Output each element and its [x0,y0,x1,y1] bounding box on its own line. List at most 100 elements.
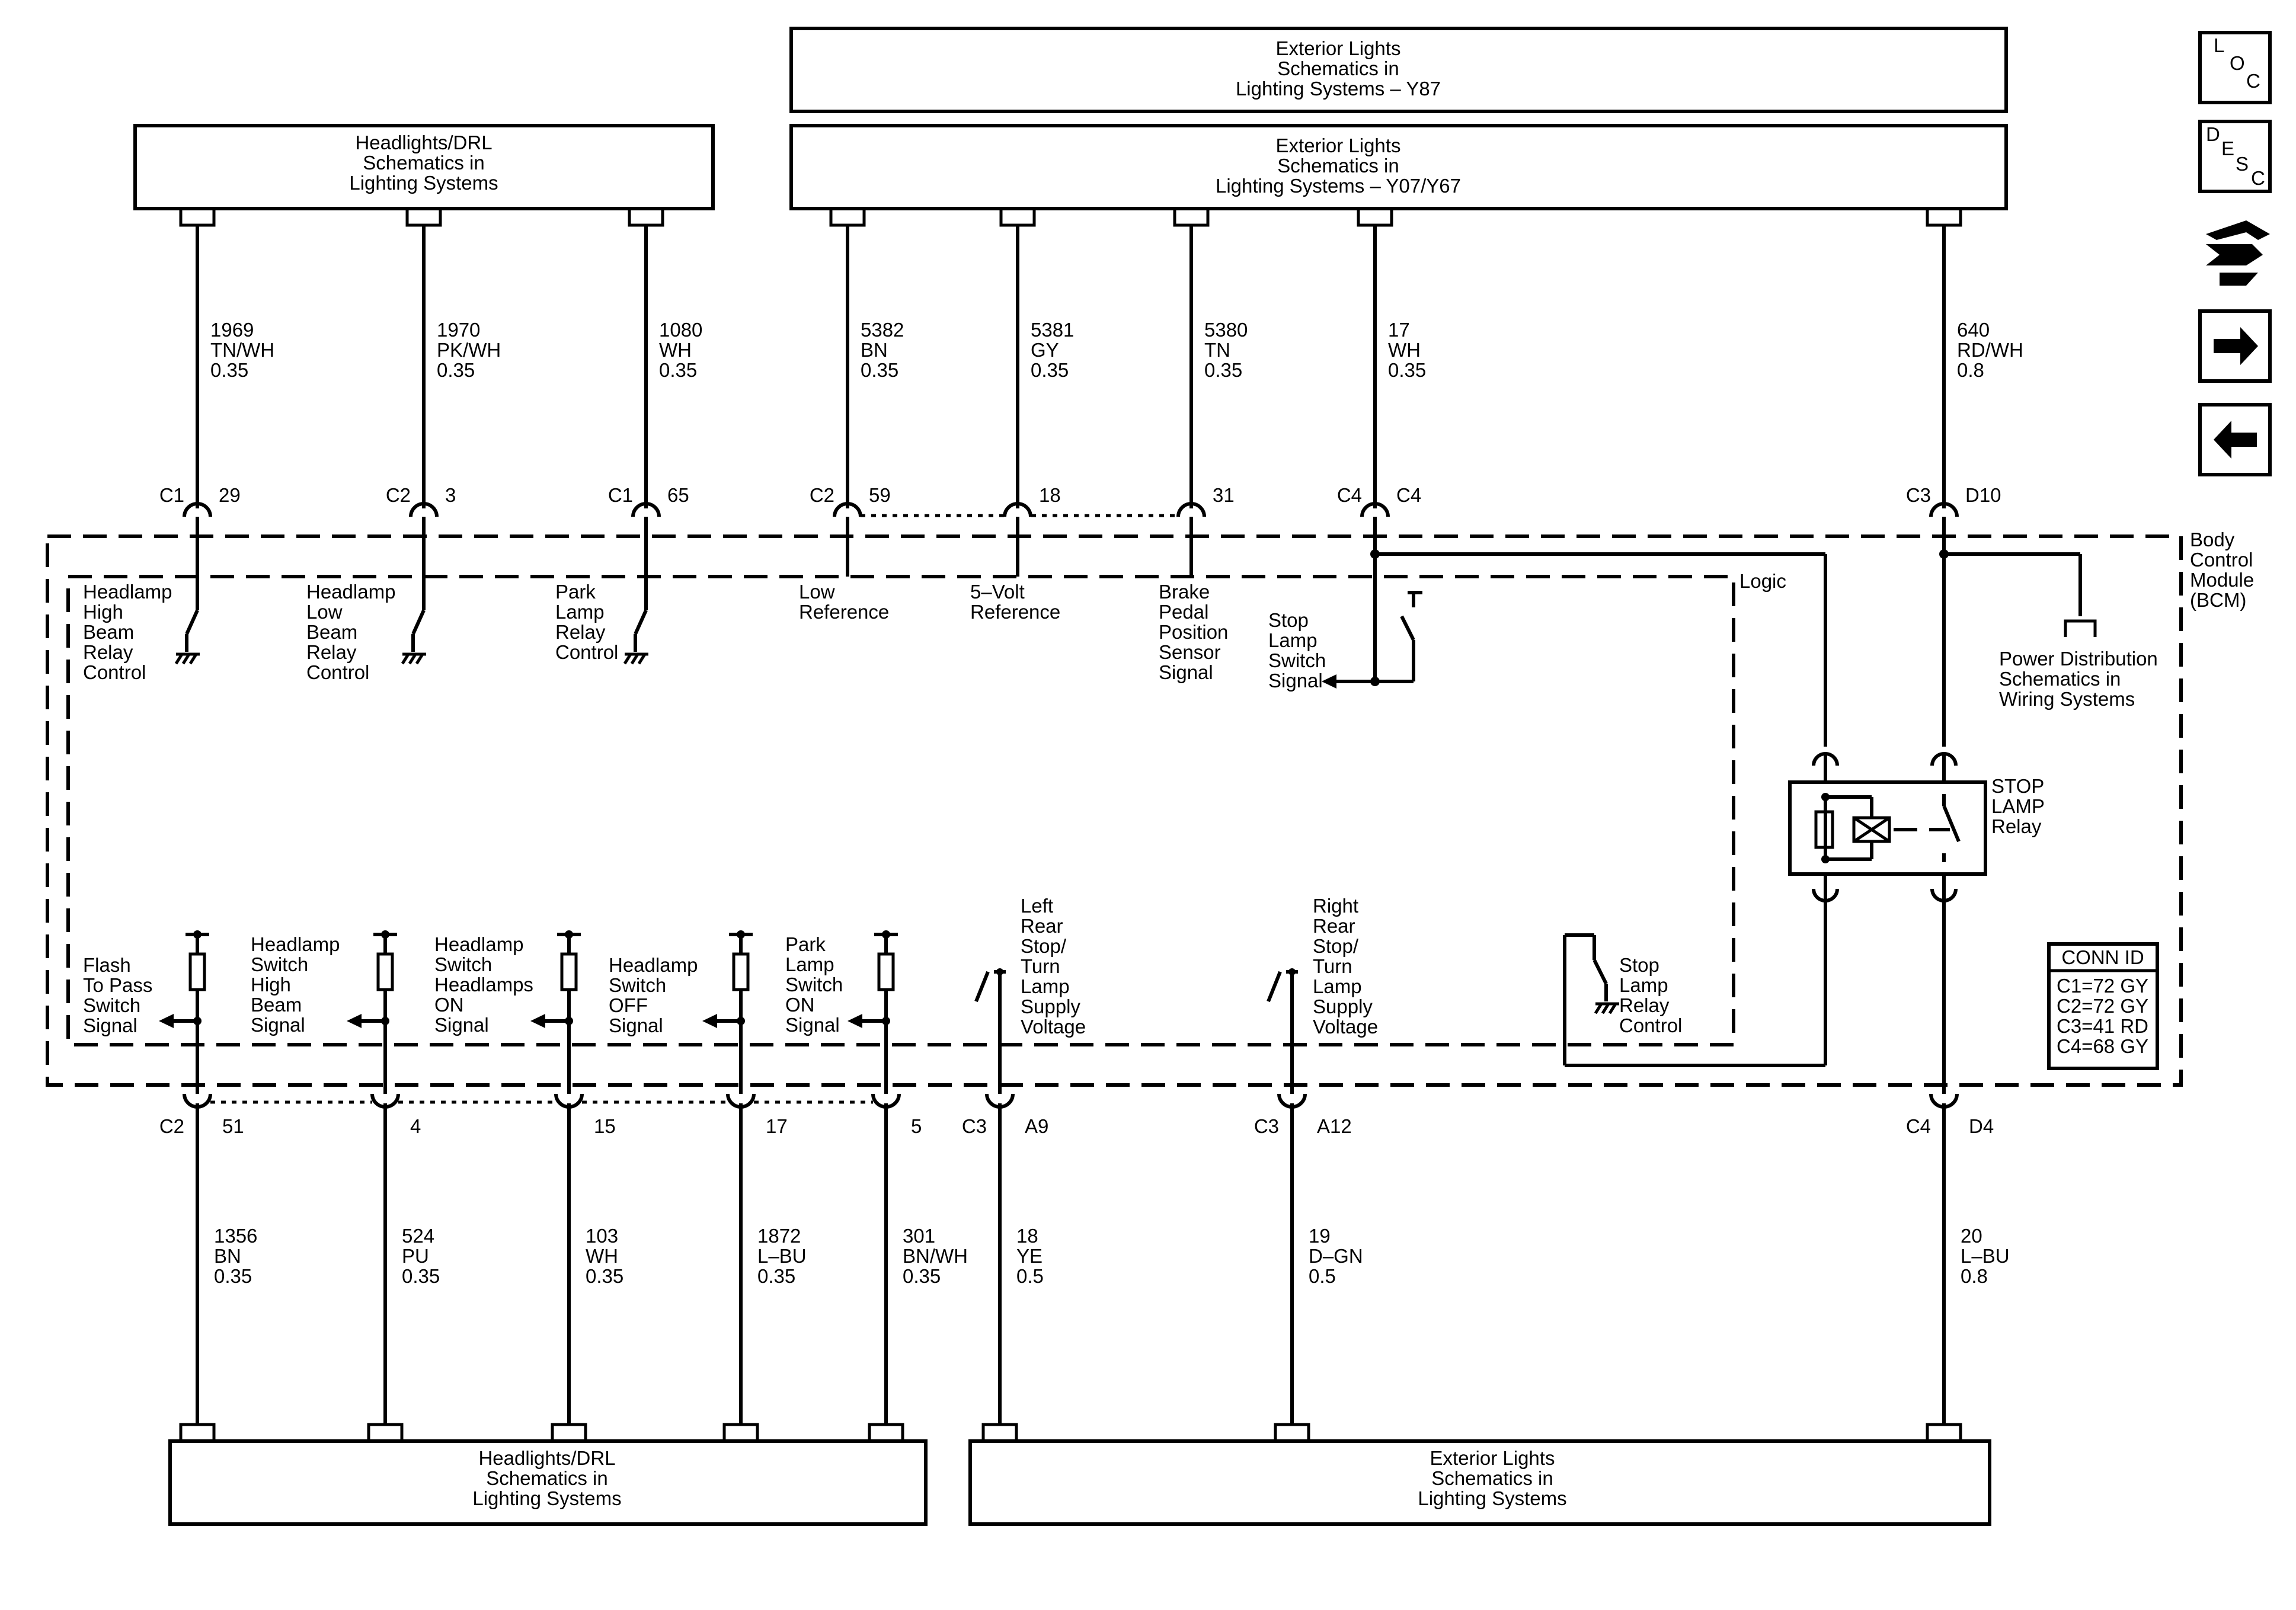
bottom-signal-label-line: Control [1619,1014,1682,1036]
bottom-signal-label-line: Lamp [1619,974,1668,996]
power-distribution-label-line: Power Distribution [1999,648,2158,670]
bottom-signal-label-line: Turn [1313,955,1352,977]
bottom-signal-label-line: Right [1313,895,1358,917]
wire-color: BN [214,1245,241,1267]
relay-pin-arc [1812,752,1839,766]
wire-circuit-number: 5382 [861,319,904,341]
wire-color: D–GN [1309,1245,1363,1267]
bcm-name-line: Control [2190,549,2253,571]
connector-id: C4 [1906,1115,1931,1137]
connector-pin-arc [833,502,862,517]
wire-color: BN/WH [903,1245,968,1267]
connector-pin-arc [1929,502,1959,517]
connector-pin-arc [1360,502,1390,517]
top-destination-boxes [133,27,2008,210]
connector-pin: 51 [222,1115,244,1137]
bottom-signal-label-line: Supply [1313,996,1373,1017]
desc-button[interactable] [2198,120,2272,193]
wire-circuit-number: 1872 [757,1225,801,1247]
wire-color: GY [1031,339,1059,361]
headlights-drl-bottom-box[interactable] [168,1439,928,1526]
bottom-signal-label-line: Switch [434,953,492,975]
connector-pin-arc [183,502,212,517]
desc-letter: C [2251,167,2265,189]
connector-route-icon [2206,220,2270,240]
wire-circuit-number: 301 [903,1225,935,1247]
bottom-signal-label-line: ON [434,994,464,1016]
connector-pin: C4 [1396,484,1421,506]
wire-color: TN/WH [210,339,274,361]
pullup-resistor [376,952,394,991]
wire-gauge: 0.5 [1309,1265,1336,1287]
bottom-signal-label-line: Park [785,933,826,955]
wire-circuit-number: 5381 [1031,319,1074,341]
connector-pin: A12 [1317,1115,1352,1137]
wire-gauge: 0.35 [210,359,248,381]
exterior-lights-y87-box[interactable] [789,27,2008,113]
power-distribution-label-line: Schematics in [1999,668,2121,690]
wire-circuit-number: 1356 [214,1225,257,1247]
signal-arrow [347,1014,362,1028]
terminal-mark [405,209,442,227]
wire-circuit-number: 1080 [659,319,702,341]
next-button[interactable] [2198,309,2272,383]
bottom-signal-label-line: High [251,974,291,996]
connector-id: C1 [159,484,184,506]
loc-letter: L [2214,34,2224,56]
wire-color: TN [1204,339,1230,361]
top-signal-label-line: Headlamp [306,581,395,603]
signal-arrow [530,1014,545,1028]
relay-body [1788,780,1987,876]
top-signal-label-line: Reference [970,601,1060,623]
relay-resistor [1814,810,1834,849]
pullup-resistor [877,952,895,991]
terminal-mark [722,1423,759,1441]
bottom-signal-label-line: Left [1021,895,1053,917]
low-side-switch [411,609,426,635]
pullup-resistor [560,952,578,991]
ext-y07-text-line: Lighting Systems – Y07/Y67 [1216,175,1461,197]
connector-pin: 18 [1039,484,1061,506]
bcm-name-line: Body [2190,529,2235,550]
terminal-mark [868,1423,904,1441]
conn-id-row: C3=41 RD [2057,1015,2148,1037]
connector-route-button[interactable] [2206,220,2270,286]
bcm-outline [46,534,2183,1087]
wire-gauge: 0.35 [586,1265,623,1287]
stop-lamp-relay[interactable] [1788,752,1987,902]
wire-gauge: 0.35 [1031,359,1069,381]
connector-pin-arc [1003,502,1032,517]
exterior-lights-bottom-box[interactable] [968,1439,1991,1526]
supply-switch [1267,971,1282,1003]
wire-color: RD/WH [1957,339,2023,361]
low-side-switch [185,609,199,635]
wire-gauge: 0.5 [1016,1265,1044,1287]
exterior-lights-y07-box[interactable] [789,124,2008,210]
desc-letter: D [2206,123,2220,145]
loc-button[interactable] [2198,31,2272,104]
arrow-left-icon [2214,421,2257,459]
wire-color: L–BU [757,1245,807,1267]
stop-lamp-relay-label-line: LAMP [1991,795,2045,817]
terminal-mark [179,209,216,227]
back-button[interactable] [2198,403,2272,476]
bottom-signal-label-line: Switch [785,974,843,996]
top-signal-label-line: Reference [799,601,889,623]
bottom-signal-label-line: Switch [609,974,666,996]
top-signal-label-line: Control [83,661,146,683]
wires-layer [179,209,1962,1441]
bottom-signal-label-line: Headlamp [434,933,523,955]
connector-pin: D4 [1969,1115,1994,1137]
conn-id-row: C4=68 GY [2057,1035,2148,1057]
wire-gauge: 0.35 [757,1265,795,1287]
terminal-mark [829,209,866,227]
headlights-drl-top-box[interactable] [133,124,715,210]
relay-contact [1942,805,1961,843]
bottom-signal-label-line: Rear [1021,915,1063,937]
wire-circuit-number: 640 [1957,319,1990,341]
connector-pin: 17 [766,1115,788,1137]
top-signal-label-line: Signal [1268,670,1323,692]
